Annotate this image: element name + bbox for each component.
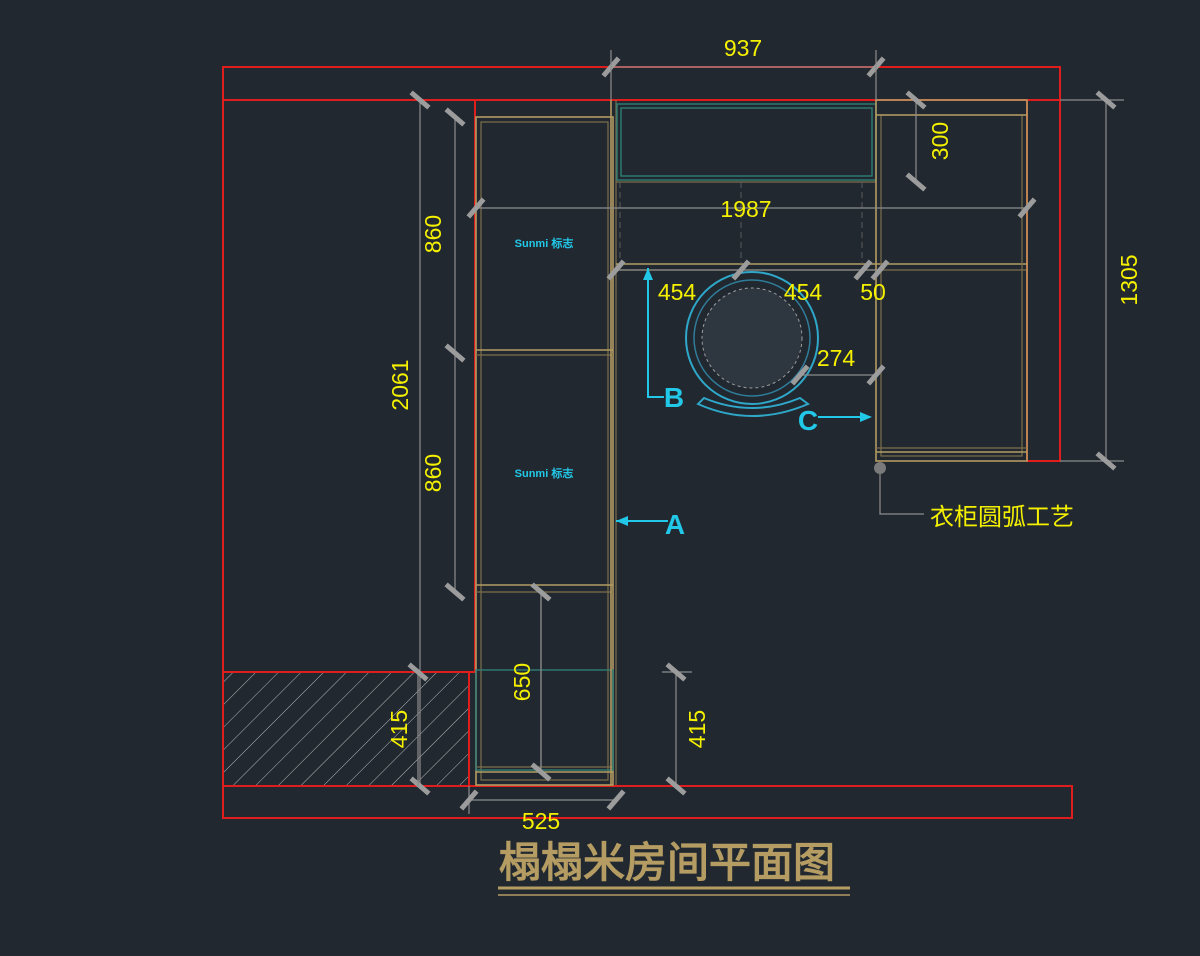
hatched-area-outline — [222, 671, 470, 787]
dim-chair-offset: 274 — [817, 345, 856, 371]
tick — [1095, 451, 1117, 471]
tick — [1095, 90, 1117, 110]
tick — [866, 364, 886, 386]
dim-top-shelf-height: 300 — [927, 122, 953, 160]
marker-a-label: A — [665, 509, 685, 540]
marker-a-arrowhead — [616, 516, 628, 526]
tick — [731, 259, 751, 281]
tick — [407, 662, 429, 682]
tick — [790, 364, 810, 386]
chair — [685, 271, 819, 417]
left-wardrobe: Sunmi 标志 Sunmi 标志 — [475, 116, 614, 786]
dimension-lines — [407, 50, 1124, 814]
top-wall — [222, 66, 1061, 101]
marker-c-label: C — [798, 405, 818, 436]
tick — [665, 662, 687, 682]
dim-right-height: 1305 — [1116, 254, 1142, 305]
dim-desk-width: 1987 — [720, 196, 771, 222]
chair-base — [696, 396, 810, 417]
annotation-leader — [879, 474, 924, 515]
tick — [530, 762, 552, 782]
dimension-texts: 937 1987 300 1305 2061 860 860 650 415 4… — [386, 35, 1142, 834]
dim-middle-cab: 860 — [420, 454, 446, 492]
dim-top-width: 937 — [724, 35, 762, 61]
wardrobe-inner — [480, 121, 609, 781]
arc-process-annotation: 衣柜圆弧工艺 — [930, 504, 1074, 531]
top-shelf-teal-inner — [620, 107, 873, 177]
dim-right-platform: 415 — [684, 710, 710, 748]
dim-gap-right: 454 — [784, 279, 823, 305]
dim-gap-end: 50 — [860, 279, 886, 305]
tick — [606, 789, 626, 811]
tick — [665, 776, 687, 796]
drawing-title: 榻榻米房间平面图 — [499, 839, 835, 886]
tick — [409, 90, 431, 110]
view-markers: A B C — [616, 268, 872, 540]
right-wardrobe-inner — [880, 114, 1023, 457]
corner-arc-marker — [874, 462, 886, 474]
marker-b-line — [647, 268, 664, 398]
tick — [1017, 197, 1037, 219]
left-wall-block — [222, 99, 476, 673]
dim-upper-cab: 860 — [420, 215, 446, 253]
right-wardrobe — [875, 99, 1028, 462]
tick — [444, 582, 466, 602]
top-shelf-teal — [616, 103, 877, 181]
bottom-wall — [222, 785, 1073, 819]
tick — [530, 582, 552, 602]
dim-bottom-width: 525 — [522, 808, 560, 834]
tick — [459, 789, 479, 811]
marker-b-label: B — [664, 382, 684, 413]
wardrobe-outer — [475, 116, 614, 786]
dim-bottom-cab: 650 — [509, 663, 535, 701]
upper-cabinet-label: Sunmi 标志 — [515, 236, 574, 250]
tick — [444, 107, 466, 127]
tick — [606, 259, 626, 281]
right-wardrobe-outer — [875, 99, 1028, 462]
dim-gap-left: 454 — [658, 279, 697, 305]
tick — [853, 259, 873, 281]
tick — [870, 259, 890, 281]
chair-seat — [701, 287, 803, 389]
dim-left-platform: 415 — [386, 710, 412, 748]
tick — [466, 197, 486, 219]
desk-unit — [610, 100, 1027, 785]
tick — [905, 172, 927, 192]
middle-cabinet-label: Sunmi 标志 — [515, 466, 574, 480]
chair-inner-ring — [693, 279, 811, 397]
wardrobe-teal-box — [475, 669, 614, 771]
tick — [905, 90, 927, 110]
marker-b-arrowhead — [643, 268, 653, 280]
marker-c-arrowhead — [860, 412, 872, 422]
chair-outer-ring — [685, 271, 819, 405]
tick — [409, 776, 431, 796]
tick — [444, 343, 466, 363]
tatami-hatch — [224, 673, 468, 785]
dim-total-height: 2061 — [387, 359, 413, 410]
